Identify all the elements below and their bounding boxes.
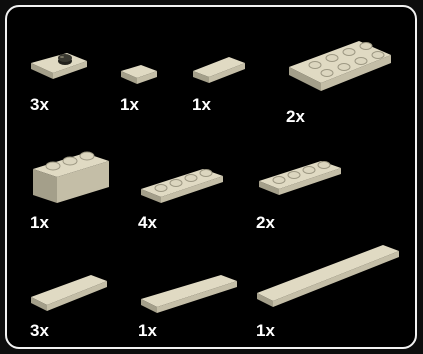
tile-1x6-icon (253, 239, 403, 311)
tile-1x4-icon (137, 269, 241, 315)
qty-label-3: 1x (192, 95, 211, 115)
qty-label-5: 1x (30, 213, 49, 233)
brick-1x3-icon (29, 147, 113, 209)
tile-1x3-icon (27, 269, 111, 315)
plate-1x4-icon (137, 165, 227, 205)
qty-label-9: 1x (138, 321, 157, 341)
qty-label-6: 4x (138, 213, 157, 233)
qty-label-1: 3x (30, 95, 49, 115)
qty-label-10: 1x (256, 321, 275, 341)
qty-label-8: 3x (30, 321, 49, 341)
qty-label-2: 1x (120, 95, 139, 115)
tile-1x1-icon (119, 61, 161, 89)
qty-label-4: 2x (286, 107, 305, 127)
tile-1x2-icon (191, 53, 247, 85)
plate-2x4-icon (285, 33, 397, 103)
qty-label-7: 2x (256, 213, 275, 233)
parts-list-panel: 3x 1x 1x 2x (5, 5, 417, 349)
plate-1x4-icon (255, 157, 345, 197)
plate-1x2-single-stud-icon (29, 49, 91, 83)
